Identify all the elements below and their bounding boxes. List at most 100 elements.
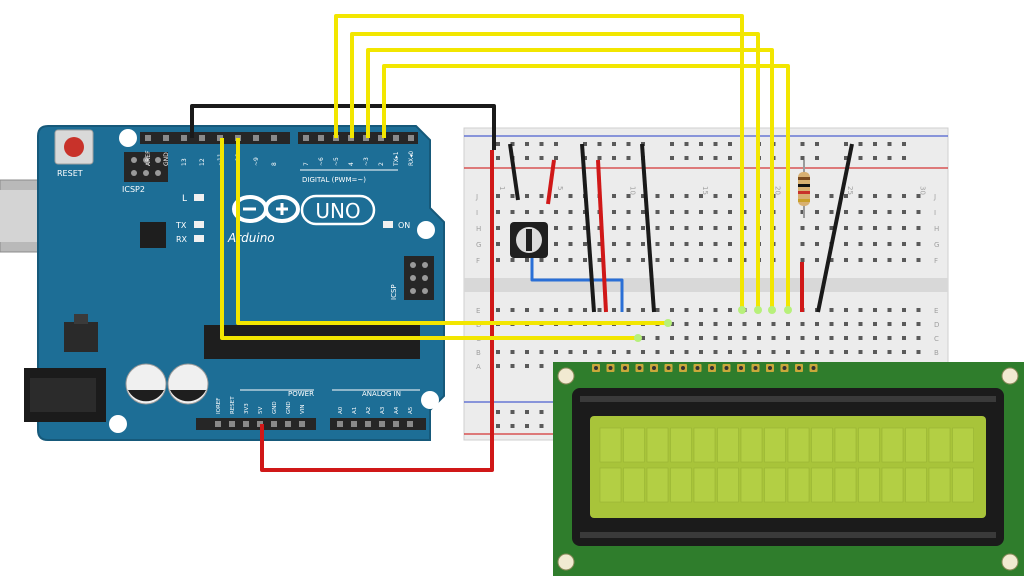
breadboard-hole <box>539 210 544 214</box>
breadboard-hole <box>873 226 877 230</box>
led-tx <box>194 221 204 228</box>
breadboard-hole <box>568 258 573 262</box>
breadboard-hole <box>655 226 660 230</box>
breadboard-hole <box>554 226 558 230</box>
breadboard-hole <box>742 210 747 214</box>
breadboard-hole <box>873 194 877 198</box>
signal-wire-d2 <box>382 64 790 310</box>
breadboard-hole <box>684 242 689 246</box>
breadboard-hole <box>670 156 674 160</box>
breadboard-hole <box>496 242 500 246</box>
breadboard-hole <box>641 350 645 354</box>
breadboard-hole <box>916 336 921 340</box>
signal-wire-d11 <box>236 138 668 325</box>
ground-wire <box>190 104 496 150</box>
uno-label: UNO <box>315 199 360 223</box>
jumper-black <box>508 143 520 201</box>
breadboard-hole <box>655 210 660 214</box>
breadboard-hole <box>539 424 544 428</box>
breadboard-hole <box>873 242 877 246</box>
breadboard-hole <box>728 308 732 312</box>
breadboard-hole <box>612 242 616 246</box>
breadboard-hole <box>902 194 906 198</box>
row-letter: J <box>933 193 936 201</box>
breadboard-hole <box>626 210 631 214</box>
row-letter: B <box>476 349 481 357</box>
breadboard-hole <box>887 156 892 160</box>
header-pin <box>408 135 414 141</box>
arduino-brand: Arduino <box>227 231 275 245</box>
header-pin <box>407 421 413 427</box>
lcd-char-cell <box>717 427 739 463</box>
row-letter: I <box>476 209 478 217</box>
lcd-char-cell <box>764 467 786 503</box>
breadboard-hole <box>728 210 732 214</box>
potentiometer[interactable] <box>510 222 548 258</box>
board-pcb <box>37 125 445 441</box>
breadboard-hole <box>844 336 848 340</box>
breadboard-hole <box>771 336 776 340</box>
breadboard-hole <box>684 226 689 230</box>
breadboard-hole <box>510 210 515 214</box>
column-number: 25 <box>846 186 854 195</box>
breadboard-hole <box>713 322 718 326</box>
breadboard-hole <box>568 308 573 312</box>
pin-label: TX▸1 <box>393 151 400 167</box>
on-label: ON <box>398 221 410 230</box>
breadboard-hole <box>510 350 515 354</box>
breadboard-hole <box>684 194 689 198</box>
led-rx <box>194 235 204 242</box>
breadboard-hole <box>670 336 674 340</box>
lcd-char-cell <box>905 427 927 463</box>
breadboard-hole <box>525 350 529 354</box>
breadboard-hole <box>916 226 921 230</box>
breadboard-hole <box>858 258 863 262</box>
header-pin <box>163 135 169 141</box>
breadboard-hole <box>655 308 660 312</box>
pin-label: AREF <box>145 150 152 166</box>
breadboard-hole <box>873 156 877 160</box>
breadboard-hole <box>815 210 819 214</box>
row-letter: A <box>476 363 481 371</box>
signal-wire-d5 <box>334 14 744 310</box>
breadboard-hole <box>916 308 921 312</box>
breadboard-hole <box>858 242 863 246</box>
header-pin <box>351 421 357 427</box>
header-pin <box>299 421 305 427</box>
breadboard-hole <box>815 156 819 160</box>
breadboard-hole <box>539 350 544 354</box>
breadboard-hole <box>815 322 819 326</box>
lcd-pin-hole <box>768 366 772 370</box>
breadboard-hole <box>742 258 747 262</box>
breadboard-hole <box>612 156 616 160</box>
breadboard-hole <box>815 142 819 146</box>
breadboard-hole <box>554 350 558 354</box>
row-letter: H <box>476 225 481 233</box>
breadboard-hole <box>568 242 573 246</box>
breadboard-hole <box>583 258 587 262</box>
breadboard-hole <box>525 258 529 262</box>
breadboard-hole <box>699 142 703 146</box>
breadboard-hole <box>684 336 689 340</box>
breadboard-hole <box>583 350 587 354</box>
pin-label: A5 <box>408 406 414 414</box>
breadboard-hole <box>684 156 689 160</box>
header-pin <box>271 135 277 141</box>
lcd-char-cell <box>881 467 904 503</box>
breadboard-hole <box>786 336 790 340</box>
pin-label: 7 <box>303 162 310 166</box>
pin-label: 2 <box>378 162 385 166</box>
breadboard-hole <box>829 194 834 198</box>
breadboard-hole <box>771 350 776 354</box>
lcd-pin-hole <box>637 366 642 370</box>
resistor <box>798 160 810 218</box>
column-number: 10 <box>629 186 637 195</box>
breadboard-hole <box>902 258 906 262</box>
pin-label: A1 <box>352 407 358 414</box>
lcd-char-cell <box>670 467 692 503</box>
breadboard-hole <box>510 308 515 312</box>
breadboard-hole <box>916 210 921 214</box>
lcd-char-cell <box>717 467 739 503</box>
breadboard-hole <box>510 258 515 262</box>
